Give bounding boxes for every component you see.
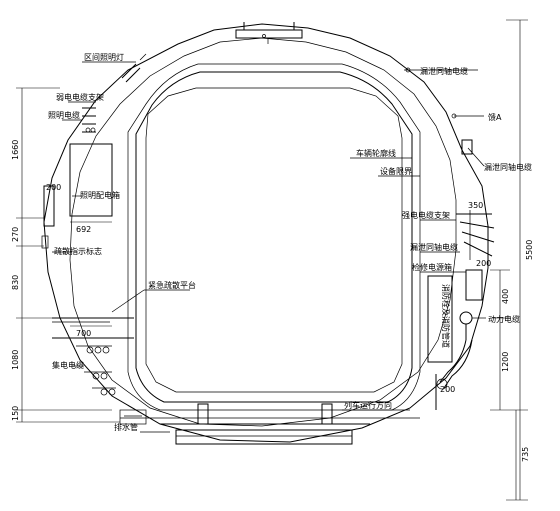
car-body-outline — [145, 87, 403, 393]
label-evac-platform: 紧急疏散平台 — [148, 280, 196, 290]
dim-200-right: 200 — [476, 259, 491, 268]
evac-sign-box — [41, 235, 49, 249]
label-comm-cable: 集电电缆 — [52, 360, 84, 370]
label-equipment-gauge: 设备限界 — [380, 166, 412, 176]
label-vehicle-gauge: 车辆轮廓线 — [356, 148, 396, 158]
left-cable-tray — [76, 345, 116, 396]
dim-270: 270 — [11, 227, 20, 242]
label-leaky-cable-right: 漏泄同轴电缆 — [484, 162, 532, 172]
drain-pipe — [119, 409, 147, 425]
left-dimension-chain — [16, 87, 120, 423]
fire-pipe — [436, 311, 473, 390]
lighting-box-frame — [69, 143, 113, 217]
label-lighting-cable: 照明电缆 — [48, 110, 80, 120]
right-cable-bracket — [456, 210, 495, 260]
label-power-cable-bracket: 强电电缆支架 — [402, 210, 450, 220]
dim-400: 400 — [501, 289, 510, 304]
evac-platform-left — [52, 317, 134, 339]
left-cable-racks — [82, 107, 96, 133]
lighting-box — [43, 185, 55, 227]
label-leaky-cable-mid: 漏泄同轴电缆 — [410, 242, 458, 252]
label-vertical-note: 消防栓及消防管道 — [441, 284, 451, 348]
inner-lining-ring — [69, 37, 457, 427]
label-antenna: 馈A — [488, 112, 502, 122]
label-train-direction: 列车运行方向 — [344, 400, 392, 410]
label-drain-pipe: 排水管 — [114, 422, 138, 432]
label-power-cable: 动力电缆 — [488, 314, 520, 324]
dim-1200: 1200 — [501, 352, 510, 372]
antenna-box — [461, 139, 473, 155]
label-leaky-cable-top: 漏泄同轴电缆 — [420, 66, 468, 76]
dim-700: 700 — [76, 329, 91, 338]
top-hanger — [235, 22, 303, 44]
leader-lines — [52, 61, 486, 433]
dim-692: 692 — [76, 225, 91, 234]
dim-830: 830 — [11, 275, 20, 290]
track-bed — [120, 403, 420, 445]
dim-350: 350 — [468, 201, 483, 210]
outer-tunnel-ring — [43, 23, 489, 443]
right-dimension-chain — [490, 19, 528, 501]
equipment-gauge-outline — [127, 63, 421, 411]
dim-150: 150 — [11, 406, 20, 421]
hydrant-cabinet — [427, 275, 453, 363]
label-evac-sign: 疏散指示标志 — [54, 246, 102, 256]
dim-200-bottom: 200 — [440, 385, 455, 394]
dim-5500: 5500 — [525, 240, 534, 260]
label-section-light: 区间照明灯 — [84, 52, 124, 62]
dim-1080: 1080 — [11, 350, 20, 370]
dim-1660: 1660 — [11, 140, 20, 160]
label-maint-box: 检修电源箱 — [412, 262, 452, 272]
label-lighting-box: 照明配电箱 — [80, 190, 120, 200]
vehicle-gauge-outline — [135, 71, 413, 403]
dim-200-left: 200 — [46, 183, 61, 192]
maint-power-box — [465, 269, 483, 301]
dim-735: 735 — [521, 447, 530, 462]
label-weak-cable-bracket: 弱电电缆支架 — [56, 92, 104, 102]
section-light-fixture — [121, 53, 147, 83]
